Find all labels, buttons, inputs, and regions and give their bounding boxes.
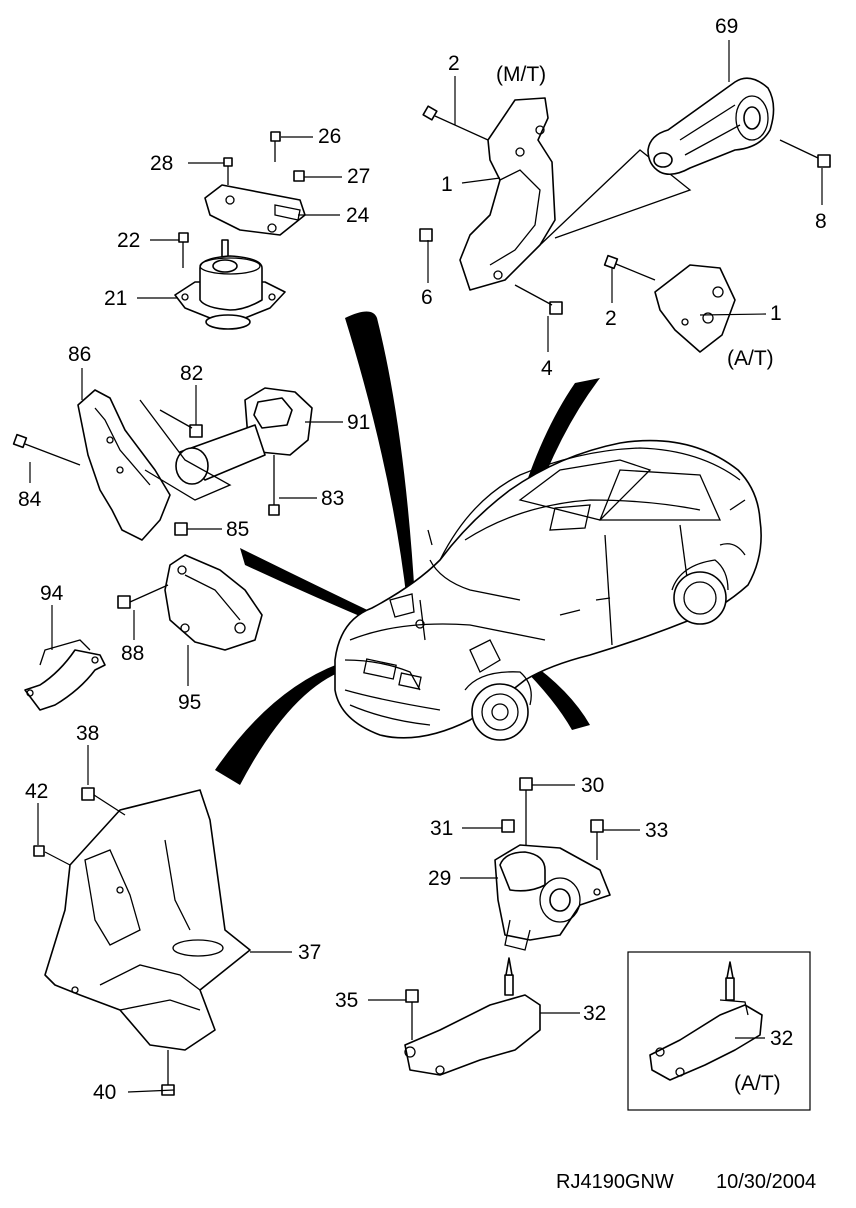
- pointer-wedge-lower-left: [215, 664, 345, 785]
- bracket-32: [404, 957, 541, 1076]
- callout-35: 35: [335, 989, 359, 1012]
- pointer-wedge-lower-right: [520, 660, 590, 730]
- callout-88: 88: [121, 642, 145, 665]
- callout-69: 69: [715, 15, 739, 38]
- callout-33: 33: [645, 819, 669, 842]
- callout-94: 94: [40, 582, 64, 605]
- mount-91: [139, 387, 313, 516]
- bracket-32-at: [649, 961, 763, 1081]
- note-at-inset: (A/T): [734, 1072, 781, 1095]
- callout-42: 42: [25, 780, 49, 803]
- callout-8: 8: [815, 210, 827, 233]
- callout-29: 29: [428, 867, 452, 890]
- bracket-95: [117, 554, 263, 651]
- callout-22: 22: [117, 229, 141, 252]
- torque-rod-69: [647, 77, 831, 176]
- callout-31: 31: [430, 817, 454, 840]
- callout-27: 27: [347, 165, 371, 188]
- callout-86: 86: [68, 343, 92, 366]
- inset-frame: [627, 951, 811, 1111]
- callout-38: 38: [76, 722, 100, 745]
- callout-95: 95: [178, 691, 202, 714]
- callout-2-at: 2: [605, 307, 617, 330]
- callout-2-mt: 2: [448, 52, 460, 75]
- callout-40: 40: [93, 1081, 117, 1104]
- callout-82: 82: [180, 362, 204, 385]
- clamp-94: [24, 639, 106, 711]
- callout-84: 84: [18, 488, 42, 511]
- callout-28: 28: [150, 152, 174, 175]
- car-illustration: [334, 439, 762, 741]
- note-mt: (M/T): [496, 63, 547, 86]
- callout-24: 24: [346, 204, 370, 227]
- callout-37: 37: [298, 941, 322, 964]
- callout-32: 32: [583, 1002, 607, 1025]
- note-at-top: (A/T): [727, 347, 774, 370]
- leader-lines: [29, 40, 823, 1093]
- callout-83: 83: [321, 487, 345, 510]
- drawing-code: RJ4190GNW: [556, 1171, 674, 1193]
- callout-21: 21: [104, 287, 128, 310]
- drawing-date: 10/30/2004: [716, 1171, 817, 1193]
- bracket-mt-1: [419, 97, 692, 315]
- callout-4: 4: [541, 357, 553, 380]
- callout-85: 85: [226, 518, 250, 541]
- callout-26: 26: [318, 125, 342, 148]
- under-cover-37: [33, 787, 251, 1096]
- callout-30: 30: [581, 774, 605, 797]
- mount-assembly-21-24: [174, 131, 306, 330]
- bracket-86: [12, 389, 188, 541]
- bracket-at-1: [603, 254, 736, 353]
- callout-91: 91: [347, 411, 371, 434]
- mount-29: [494, 777, 611, 951]
- callout-1-at: 1: [770, 302, 782, 325]
- pointer-wedge-top-left: [345, 311, 415, 602]
- callout-32-at: 32: [770, 1027, 794, 1050]
- callout-1-mt: 1: [441, 173, 453, 196]
- callout-6: 6: [421, 286, 433, 309]
